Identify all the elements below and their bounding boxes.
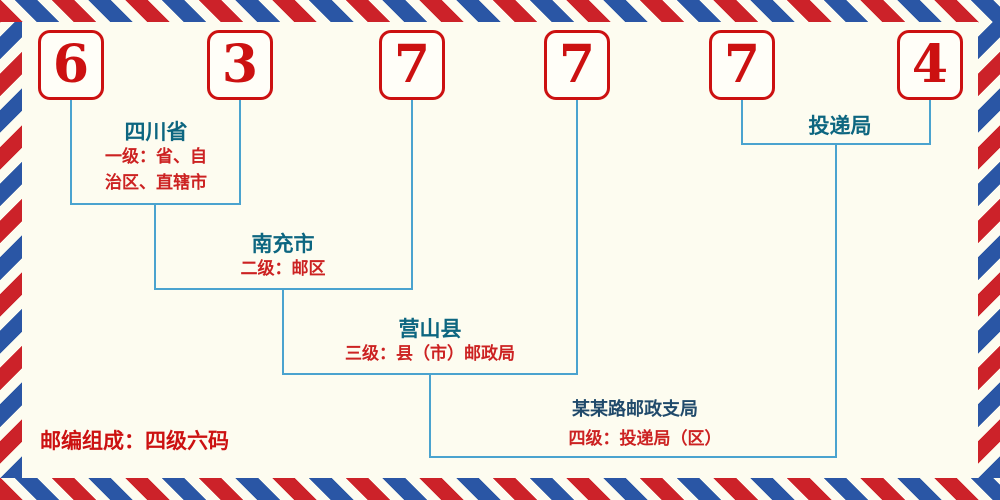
airmail-border-top xyxy=(0,0,1000,22)
level4-name: 某某路邮政支局 xyxy=(572,399,698,420)
digit-box-2: 3 xyxy=(207,30,273,100)
digit-box-4: 7 xyxy=(544,30,610,100)
footer-note: 邮编组成：四级六码 xyxy=(40,429,229,453)
digit-box-5: 7 xyxy=(709,30,775,100)
digit-box-6: 4 xyxy=(897,30,963,100)
airmail-border-right xyxy=(978,0,1000,500)
connector-line xyxy=(70,100,72,205)
airmail-border-left xyxy=(0,0,22,500)
connector-line xyxy=(429,373,431,458)
delivery-bureau-label: 投递局 xyxy=(808,114,872,138)
connector-line xyxy=(282,288,284,375)
level4-desc: 四级：投递局（区） xyxy=(568,429,722,449)
connector-line xyxy=(576,100,578,375)
digit-box-3: 7 xyxy=(379,30,445,100)
connector-line xyxy=(929,100,931,145)
connector-line xyxy=(835,143,837,458)
level1-name: 四川省 xyxy=(124,120,188,144)
connector-line xyxy=(741,100,743,145)
level2-name: 南充市 xyxy=(251,232,315,256)
level3-name: 营山县 xyxy=(398,317,462,341)
level3-desc: 三级：县（市）邮政局 xyxy=(345,344,515,364)
level1-desc: 一级：省、自治区、直辖市 xyxy=(105,147,207,193)
connector-line xyxy=(239,100,241,205)
airmail-border-bottom xyxy=(0,478,1000,500)
level2-desc: 二级：邮区 xyxy=(240,259,326,279)
connector-line xyxy=(429,456,837,458)
connector-line xyxy=(411,100,413,290)
digit-box-1: 6 xyxy=(38,30,104,100)
connector-line xyxy=(154,203,156,290)
